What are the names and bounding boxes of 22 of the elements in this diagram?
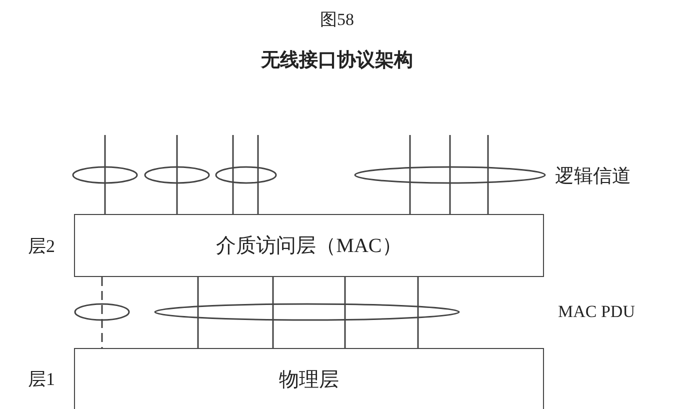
connector-line [409,135,411,214]
connector-line [232,135,234,214]
layer-number: 层1 [28,368,55,391]
connector-line [272,277,274,348]
layer-name: 介质访问层（MAC） [216,234,402,259]
connector-line [344,277,346,348]
layer-name: 物理层 [279,368,339,392]
pdu-label: MAC PDU [558,302,635,322]
diagram-title: 无线接口协议架构 [261,48,413,73]
connector-line [449,135,451,214]
connector-line [101,277,103,348]
connector-line [104,135,106,214]
layer-number: 层2 [28,234,55,258]
connector-line [487,135,489,214]
channel-label: 逻辑信道 [555,165,631,189]
connector-line [257,135,259,214]
connector-line [417,277,419,348]
connector-line [176,135,178,214]
layer-box [74,348,544,409]
figure-number: 图58 [320,9,354,31]
layer-box [74,214,544,277]
connector-line [197,277,199,348]
